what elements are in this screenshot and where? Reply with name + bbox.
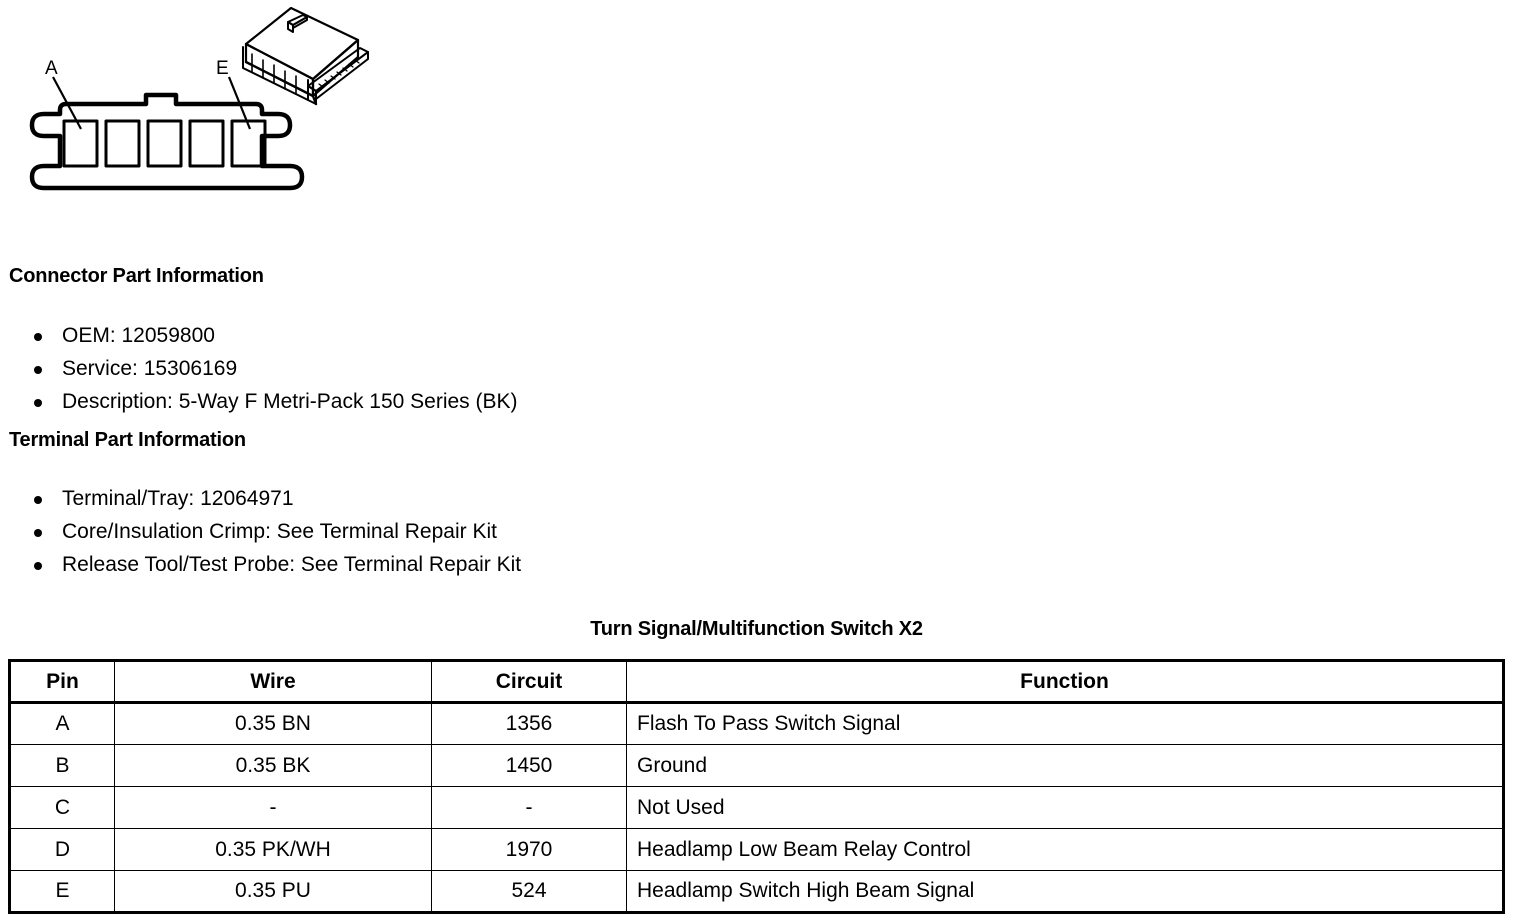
cell-circuit: 1356: [431, 702, 627, 745]
cell-function: Ground: [626, 744, 1504, 787]
pin-callout-label-a: A: [45, 58, 58, 79]
pinout-table: Pin Wire Circuit Function A 0.35 BN 1356…: [8, 659, 1505, 914]
list-item: Service: 15306169: [28, 352, 518, 385]
cell-pin: C: [9, 786, 115, 829]
table-row: C - - Not Used: [9, 786, 1504, 829]
cell-wire: 0.35 BK: [114, 744, 432, 787]
list-item: OEM: 12059800: [28, 319, 518, 352]
cell-wire: 0.35 PU: [114, 870, 432, 913]
list-item: Core/Insulation Crimp: See Terminal Repa…: [28, 515, 521, 548]
terminal-part-information-list: Terminal/Tray: 12064971 Core/Insulation …: [28, 482, 521, 581]
cell-circuit: 524: [431, 870, 627, 913]
connector-illustration: A E: [0, 0, 400, 215]
cell-wire: 0.35 PK/WH: [114, 828, 432, 871]
cell-pin: B: [9, 744, 115, 787]
cell-function: Not Used: [626, 786, 1504, 829]
pinout-table-title: Turn Signal/Multifunction Switch X2: [590, 618, 923, 640]
cell-function: Headlamp Low Beam Relay Control: [626, 828, 1504, 871]
column-header-function: Function: [626, 660, 1504, 704]
cell-pin: E: [9, 870, 115, 913]
cell-pin: A: [9, 702, 115, 745]
cell-pin: D: [9, 828, 115, 871]
terminal-part-information-heading: Terminal Part Information: [9, 429, 246, 451]
connector-face-view: [29, 92, 305, 191]
cell-wire: 0.35 BN: [114, 702, 432, 745]
cell-function: Headlamp Switch High Beam Signal: [626, 870, 1504, 913]
table-row: B 0.35 BK 1450 Ground: [9, 744, 1504, 787]
table-row: A 0.35 BN 1356 Flash To Pass Switch Sign…: [9, 702, 1504, 745]
table-row: E 0.35 PU 524 Headlamp Switch High Beam …: [9, 870, 1504, 913]
table-header-row: Pin Wire Circuit Function: [9, 660, 1504, 704]
cell-circuit: 1970: [431, 828, 627, 871]
cell-circuit: 1450: [431, 744, 627, 787]
connector-part-information-list: OEM: 12059800 Service: 15306169 Descript…: [28, 319, 518, 418]
column-header-circuit: Circuit: [431, 660, 627, 704]
connector-part-information-heading: Connector Part Information: [9, 265, 264, 287]
list-item: Release Tool/Test Probe: See Terminal Re…: [28, 548, 521, 581]
pin-callout-label-e: E: [216, 58, 229, 79]
cell-circuit: -: [431, 786, 627, 829]
column-header-wire: Wire: [114, 660, 432, 704]
column-header-pin: Pin: [9, 660, 115, 704]
table-row: D 0.35 PK/WH 1970 Headlamp Low Beam Rela…: [9, 828, 1504, 871]
list-item: Description: 5-Way F Metri-Pack 150 Seri…: [28, 385, 518, 418]
cell-function: Flash To Pass Switch Signal: [626, 702, 1504, 745]
pin-callout-leader-lines: [52, 76, 252, 130]
cell-wire: -: [114, 786, 432, 829]
connector-isometric-view: [242, 6, 369, 106]
list-item: Terminal/Tray: 12064971: [28, 482, 521, 515]
